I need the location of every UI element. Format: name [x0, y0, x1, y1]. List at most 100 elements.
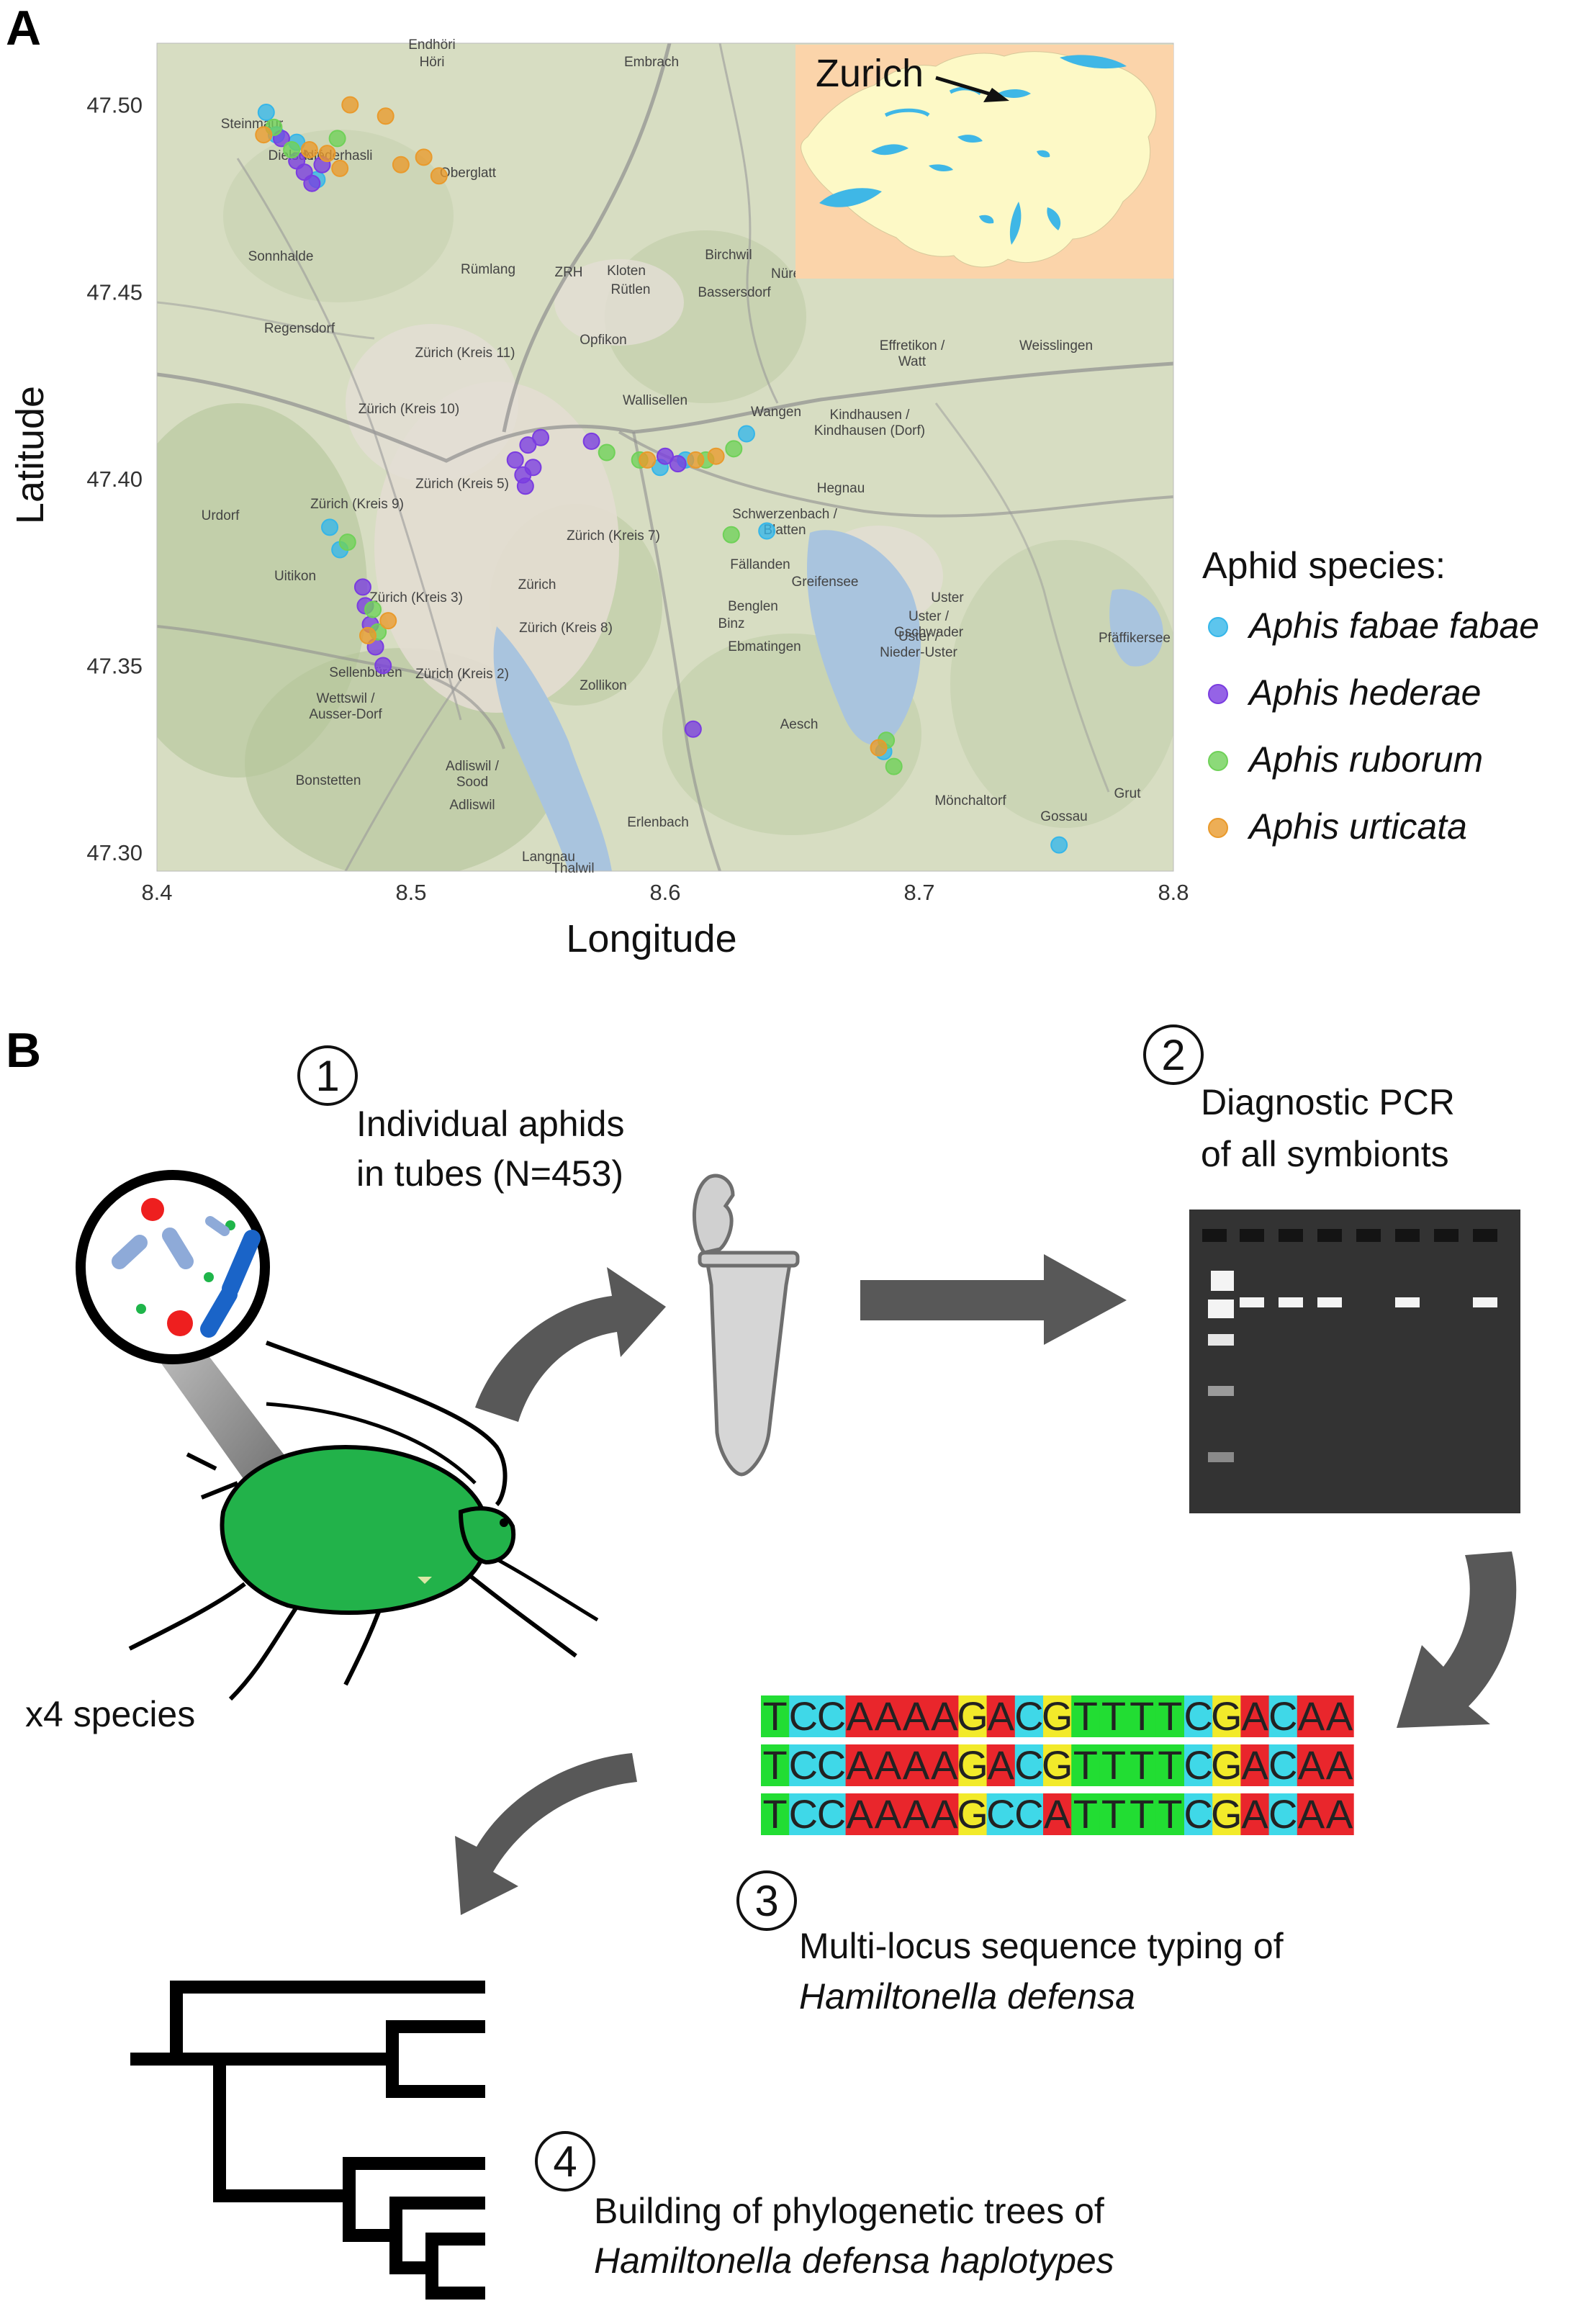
- data-point: [430, 167, 448, 185]
- base-letter: G: [1211, 1791, 1243, 1837]
- base-cell: [1240, 1793, 1270, 1835]
- base-letter: C: [789, 1693, 818, 1739]
- base-letter: C: [817, 1742, 846, 1788]
- sample-tube: [693, 1174, 800, 1477]
- map-place-label: Ebmatingen: [728, 639, 801, 654]
- base-letter: G: [1042, 1742, 1073, 1788]
- step-2-line2: of all symbionts: [1201, 1134, 1449, 1174]
- data-point: [532, 428, 550, 446]
- data-point: [353, 578, 371, 596]
- gel-well: [1434, 1229, 1459, 1242]
- step-2: 2 Diagnostic PCR of all symbionts: [1143, 1024, 1455, 1174]
- base-letter: A: [903, 1742, 930, 1788]
- data-point: [885, 757, 903, 775]
- base-letter: A: [1298, 1742, 1325, 1788]
- aphid-illustration: x4 species: [25, 1170, 599, 1734]
- step-3-line2: Hamiltonella defensa: [799, 1976, 1135, 2017]
- data-point: [684, 720, 702, 738]
- base-letter: T: [1101, 1693, 1126, 1739]
- data-point: [758, 522, 776, 540]
- data-point: [870, 739, 888, 757]
- base-cell: [1127, 1793, 1157, 1835]
- map-place-label: Zürich (Kreis 11): [415, 346, 515, 361]
- base-cell: [902, 1744, 931, 1786]
- x-tick-label: 8.8: [1158, 880, 1189, 905]
- base-letter: A: [931, 1742, 958, 1788]
- map-place-label: Bonstetten: [296, 773, 361, 788]
- base-cell: [958, 1695, 988, 1737]
- base-cell: [986, 1695, 1016, 1737]
- base-letter: C: [1014, 1742, 1043, 1788]
- base-cell: [958, 1744, 988, 1786]
- base-letter: G: [1042, 1693, 1073, 1739]
- x-tick-label: 8.6: [649, 880, 680, 905]
- panel-a-label: A: [6, 1, 41, 55]
- base-letter: T: [1130, 1693, 1154, 1739]
- map-place-label: Thalwil: [551, 861, 594, 876]
- map-place-label: Wallisellen: [623, 393, 687, 408]
- base-letter: C: [1268, 1742, 1297, 1788]
- data-point: [379, 612, 397, 630]
- data-point: [519, 436, 537, 454]
- base-letter: A: [875, 1742, 902, 1788]
- base-letter: A: [1326, 1693, 1353, 1739]
- gel-background: [1189, 1210, 1520, 1513]
- base-cell: [930, 1695, 959, 1737]
- base-cell: [1268, 1793, 1298, 1835]
- data-point: [669, 455, 687, 473]
- base-letter: G: [1211, 1742, 1243, 1788]
- map-place-label: Wettswil /Ausser-Dorf: [309, 691, 382, 722]
- step-3: 3 Multi-locus sequence typing of Hamilto…: [736, 1870, 1284, 2017]
- map-place-label: Rümlang: [461, 262, 515, 277]
- arrow-to-sequences: [1397, 1551, 1517, 1728]
- base-cell: [902, 1695, 931, 1737]
- base-cell: [761, 1793, 790, 1835]
- base-letter: A: [847, 1791, 874, 1837]
- base-cell: [1071, 1744, 1100, 1786]
- base-letter: A: [1241, 1693, 1268, 1739]
- base-cell: [1184, 1744, 1213, 1786]
- map-place-label: Benglen: [728, 599, 778, 614]
- base-cell: [1297, 1695, 1326, 1737]
- base-cell: [817, 1695, 847, 1737]
- y-tick-label: 47.35: [86, 653, 143, 678]
- step-1: 1 Individual aphids in tubes (N=453): [297, 1045, 625, 1194]
- base-cell: [789, 1793, 818, 1835]
- phylogenetic-tree: [130, 1981, 485, 2300]
- gel-well: [1317, 1229, 1342, 1242]
- data-point: [687, 451, 705, 469]
- base-letter: A: [988, 1693, 1015, 1739]
- base-letter: A: [1298, 1693, 1325, 1739]
- map-place-label: Binz: [718, 616, 745, 631]
- ladder-band: [1208, 1334, 1234, 1346]
- base-letter: C: [789, 1742, 818, 1788]
- ladder-band: [1208, 1300, 1234, 1318]
- base-letter: T: [1073, 1742, 1098, 1788]
- map-place-label: Weisslingen: [1019, 338, 1093, 353]
- base-cell: [873, 1695, 903, 1737]
- gel-band: [1240, 1297, 1264, 1307]
- base-letter: C: [1184, 1791, 1212, 1837]
- base-cell: [1014, 1793, 1044, 1835]
- base-cell: [1212, 1744, 1241, 1786]
- base-cell: [1127, 1695, 1157, 1737]
- x-tick-label: 8.4: [141, 880, 172, 905]
- map-place-label: Fällanden: [730, 557, 790, 572]
- map-place-label: Zürich (Kreis 9): [310, 497, 404, 512]
- data-point: [639, 451, 657, 469]
- base-letter: C: [789, 1791, 818, 1837]
- map-place-label: Kindhausen /Kindhausen (Dorf): [814, 407, 925, 438]
- base-letter: C: [1268, 1693, 1297, 1739]
- data-point: [598, 443, 616, 461]
- base-cell: [1043, 1793, 1072, 1835]
- base-cell: [1212, 1793, 1241, 1835]
- data-point: [506, 451, 524, 469]
- base-letter: A: [1326, 1791, 1353, 1837]
- map-place-label: Zürich (Kreis 7): [567, 528, 660, 544]
- legend-item: Aphis hederae: [1247, 672, 1481, 713]
- map-place-label: Zürich (Kreis 8): [519, 621, 613, 636]
- arrow-to-gel: [860, 1254, 1127, 1345]
- data-point: [328, 130, 346, 148]
- base-cell: [1297, 1793, 1326, 1835]
- base-cell: [958, 1793, 988, 1835]
